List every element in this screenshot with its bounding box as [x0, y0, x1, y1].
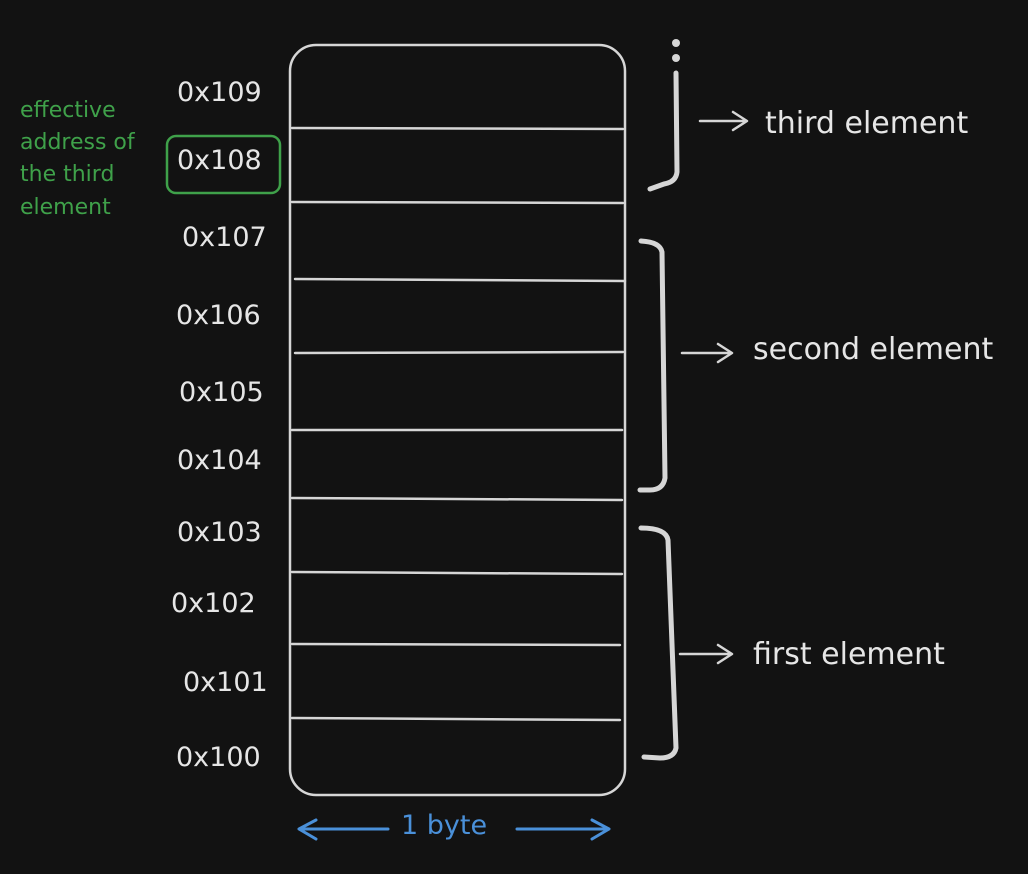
- address-label: 0x107: [182, 222, 267, 253]
- memory-column: [288, 43, 627, 797]
- address-label: 0x106: [176, 300, 261, 331]
- third-element-label: third element: [765, 106, 968, 141]
- address-label: 0x102: [171, 588, 256, 619]
- note-line: address of: [20, 130, 136, 155]
- address-label: 0x100: [176, 742, 261, 773]
- cell-divider: [290, 716, 622, 722]
- first-element-arrow: [678, 643, 734, 665]
- byte-arrow-left: [297, 818, 390, 841]
- cell-divider: [293, 277, 627, 283]
- byte-label: 1 byte: [401, 810, 487, 841]
- cell-divider: [293, 350, 625, 355]
- second-element-bracket: [637, 238, 668, 493]
- address-label: 0x105: [179, 377, 264, 408]
- continuation-dot: [672, 54, 680, 62]
- cell-divider: [290, 496, 624, 502]
- cell-divider: [290, 642, 622, 647]
- address-label: 0x108: [177, 145, 262, 176]
- cell-divider: [290, 570, 624, 576]
- byte-width-indicator: 1 byte: [297, 810, 611, 841]
- third-element-bracket: [647, 39, 680, 192]
- second-element-arrow: [680, 342, 734, 364]
- second-element-label: second element: [753, 332, 993, 367]
- cell-divider: [290, 200, 625, 205]
- note-line: element: [20, 195, 111, 220]
- note-line: the third: [20, 162, 114, 187]
- cell-divider: [290, 126, 625, 131]
- address-label: 0x103: [177, 517, 262, 548]
- effective-address-highlight: [165, 134, 282, 195]
- address-label: 0x104: [177, 445, 262, 476]
- byte-arrow-right: [515, 818, 611, 841]
- third-element-arrow: [698, 110, 749, 132]
- effective-address-note: effective address of the third element: [20, 98, 136, 220]
- address-label: 0x109: [177, 77, 262, 108]
- continuation-dot: [672, 39, 680, 47]
- address-label: 0x101: [183, 667, 268, 698]
- first-element-label: first element: [753, 637, 945, 672]
- cell-dividers: [290, 126, 627, 722]
- note-line: effective: [20, 98, 116, 123]
- address-labels: 0x109 0x108 0x107 0x106 0x105 0x104 0x10…: [171, 77, 268, 773]
- first-element-bracket: [638, 525, 679, 761]
